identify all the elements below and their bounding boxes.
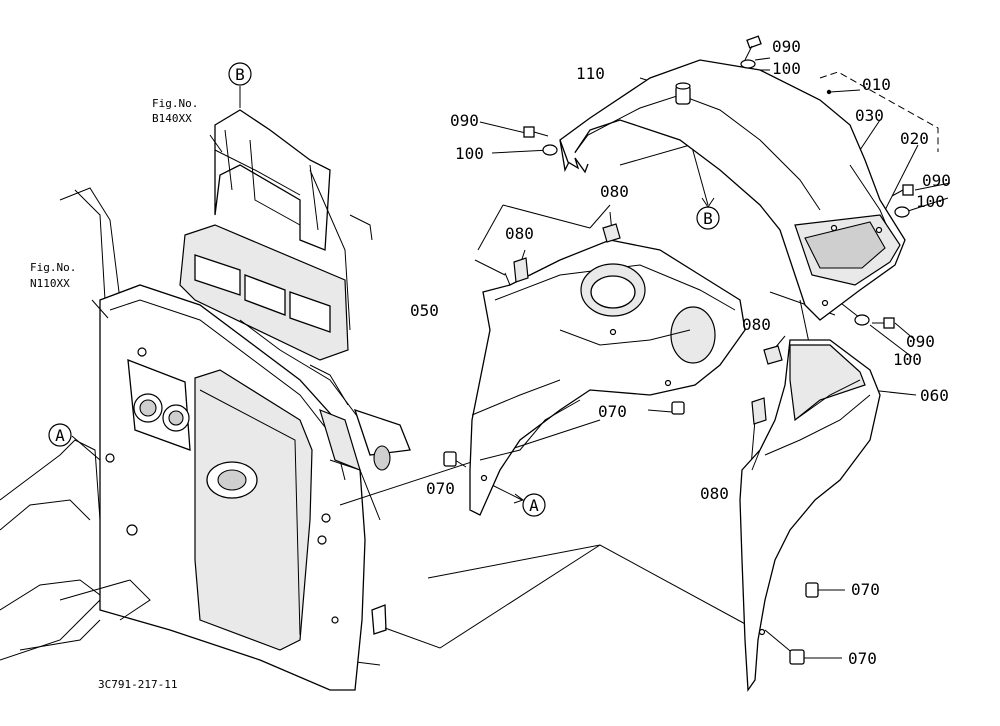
part-label-070: 070 xyxy=(598,402,627,421)
part-label-090: 090 xyxy=(906,332,935,351)
side-cover-060 xyxy=(739,339,881,692)
ref-letter: A xyxy=(529,496,539,515)
part-label-080: 080 xyxy=(600,182,629,201)
part-label-030: 030 xyxy=(855,106,884,125)
part-label-070: 070 xyxy=(426,479,455,498)
ref-letter: B xyxy=(703,209,713,228)
part-label-110: 110 xyxy=(576,64,605,83)
tractor-frame-drawing xyxy=(0,187,387,691)
upper-cover-010 xyxy=(559,59,906,321)
part-label-090: 090 xyxy=(922,171,951,190)
bolt-icon xyxy=(872,317,895,329)
part-label-080: 080 xyxy=(700,484,729,503)
fig-callout-b140: Fig.No. B140XX xyxy=(152,97,198,125)
bracket-assembly-drawing xyxy=(179,109,411,471)
part-label-090: 090 xyxy=(772,37,801,56)
ref-marker-a-cover: A xyxy=(513,493,546,517)
fasteners xyxy=(443,35,914,665)
part-label-010: 010 xyxy=(862,75,891,94)
bolt-icon xyxy=(523,126,549,138)
ref-letter: A xyxy=(55,426,65,445)
ref-letter: B xyxy=(235,65,245,84)
fig-number: B140XX xyxy=(152,112,192,125)
part-label-100: 100 xyxy=(893,350,922,369)
bolt-icon xyxy=(891,184,914,197)
fig-callout-n110: Fig.No. N110XX xyxy=(30,261,76,290)
side-cover-050 xyxy=(469,239,746,516)
fig-label: Fig.No. xyxy=(30,261,76,274)
drawing-code: 3C791-217-11 xyxy=(98,678,177,691)
fig-label: Fig.No. xyxy=(152,97,198,110)
ref-marker-b-top: B xyxy=(228,62,252,86)
bolt-icon xyxy=(744,35,762,61)
part-label-080: 080 xyxy=(742,315,771,334)
part-label-070: 070 xyxy=(851,580,880,599)
ref-marker-b-hood: B xyxy=(696,197,720,230)
part-label-070: 070 xyxy=(848,649,877,668)
part-label-100: 100 xyxy=(455,144,484,163)
fig-number: N110XX xyxy=(30,277,70,290)
part-label-060: 060 xyxy=(920,386,949,405)
part-label-100: 100 xyxy=(772,59,801,78)
ref-marker-a-left: A xyxy=(48,423,72,447)
part-label-100: 100 xyxy=(916,192,945,211)
part-label-090: 090 xyxy=(450,111,479,130)
part-label-020: 020 xyxy=(900,129,929,148)
part-label-050: 050 xyxy=(410,301,439,320)
part-label-080: 080 xyxy=(505,224,534,243)
